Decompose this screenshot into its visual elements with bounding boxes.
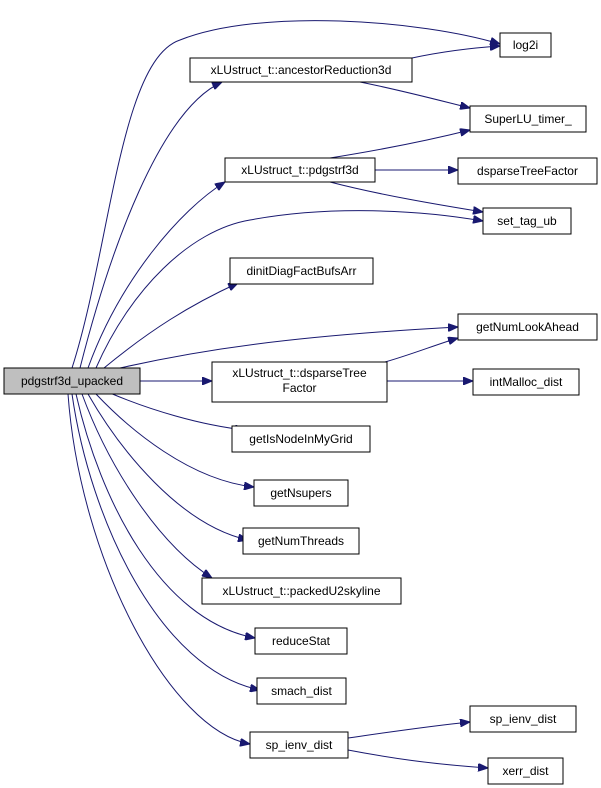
svg-text:xLUstruct_t::ancestorReduction: xLUstruct_t::ancestorReduction3d [211, 63, 392, 77]
svg-text:sp_ienv_dist: sp_ienv_dist [490, 712, 557, 726]
svg-text:pdgstrf3d_upacked: pdgstrf3d_upacked [21, 374, 123, 388]
svg-text:dsparseTreeFactor: dsparseTreeFactor [477, 164, 578, 178]
node-superlu-timer[interactable]: SuperLU_timer_ [469, 105, 587, 133]
node-smach-dist[interactable]: smach_dist [256, 677, 347, 705]
svg-text:Factor: Factor [282, 381, 316, 395]
svg-text:reduceStat: reduceStat [272, 634, 331, 648]
edge-root-packed [81, 393, 212, 578]
svg-text:intMalloc_dist: intMalloc_dist [490, 375, 563, 389]
edge-root-settag [95, 210, 483, 369]
node-dsparse-tree-factor-method[interactable]: xLUstruct_t::dsparseTree Factor [211, 361, 388, 403]
node-set-tag-ub[interactable]: set_tag_ub [482, 207, 572, 235]
svg-text:getNumLookAhead: getNumLookAhead [476, 320, 579, 334]
edge-root-smach [71, 393, 260, 690]
edge-dsparsem-lookahead [384, 338, 458, 363]
edge-root-pdgstrf3d [87, 182, 225, 369]
svg-text:xLUstruct_t::dsparseTree: xLUstruct_t::dsparseTree [232, 366, 367, 380]
svg-text:xLUstruct_t::pdgstrf3d: xLUstruct_t::pdgstrf3d [241, 163, 358, 177]
edge-pdgstrf3d-timer [329, 130, 470, 159]
edge-root-reduce [75, 393, 255, 638]
node-packed-u2-skyline[interactable]: xLUstruct_t::packedU2skyline [201, 577, 402, 605]
node-int-malloc-dist[interactable]: intMalloc_dist [472, 368, 580, 396]
edge-root-threads [87, 393, 248, 540]
node-pdgstrf3d[interactable]: xLUstruct_t::pdgstrf3d [224, 157, 376, 183]
svg-text:dinitDiagFactBufsArr: dinitDiagFactBufsArr [246, 264, 356, 278]
svg-text:set_tag_ub: set_tag_ub [497, 214, 557, 228]
edges [67, 20, 500, 768]
edge-ancestor-log2i [411, 46, 500, 59]
edge-root-dinit [103, 283, 238, 369]
svg-text:smach_dist: smach_dist [271, 684, 332, 698]
edge-spienv1-xerr [347, 749, 488, 768]
svg-text:sp_ienv_dist: sp_ienv_dist [266, 738, 333, 752]
edge-root-isnode [109, 392, 245, 430]
node-log2i[interactable]: log2i [499, 32, 552, 58]
svg-text:getNumThreads: getNumThreads [258, 534, 344, 548]
edge-ancestor-timer [359, 81, 470, 108]
svg-text:getIsNodeInMyGrid: getIsNodeInMyGrid [249, 432, 352, 446]
node-get-nsupers[interactable]: getNsupers [253, 479, 349, 507]
node-sp-ienv-dist-callee[interactable]: sp_ienv_dist [469, 705, 577, 733]
node-root[interactable]: pdgstrf3d_upacked [3, 367, 141, 395]
edge-root-spienv1 [67, 393, 250, 744]
node-dsparse-tree-factor[interactable]: dsparseTreeFactor [457, 157, 598, 185]
node-ancestor-reduction3d[interactable]: xLUstruct_t::ancestorReduction3d [189, 57, 413, 83]
svg-text:SuperLU_timer_: SuperLU_timer_ [484, 112, 572, 126]
node-reduce-stat[interactable]: reduceStat [254, 627, 348, 655]
edge-spienv1-spienv2 [347, 722, 470, 739]
svg-text:xerr_dist: xerr_dist [502, 764, 549, 778]
edge-root-lookahead [119, 327, 458, 369]
node-get-num-look-ahead[interactable]: getNumLookAhead [457, 313, 598, 341]
svg-text:xLUstruct_t::packedU2skyline: xLUstruct_t::packedU2skyline [222, 584, 380, 598]
node-get-num-threads[interactable]: getNumThreads [242, 527, 360, 555]
edge-root-ancestor [79, 82, 222, 369]
node-xerr-dist[interactable]: xerr_dist [487, 757, 564, 785]
svg-text:getNsupers: getNsupers [270, 486, 331, 500]
node-sp-ienv-dist[interactable]: sp_ienv_dist [249, 731, 349, 759]
nodes: pdgstrf3d_upacked log2i xLUstruct_t::anc… [3, 32, 598, 785]
edge-root-log2i [71, 20, 500, 369]
node-dinit-diag-fact-bufs-arr[interactable]: dinitDiagFactBufsArr [229, 257, 374, 285]
edge-pdgstrf3d-settag [329, 181, 483, 212]
edge-root-nsupers [95, 393, 254, 487]
node-get-is-node-in-my-grid[interactable]: getIsNodeInMyGrid [231, 425, 371, 453]
svg-text:log2i: log2i [513, 38, 538, 52]
